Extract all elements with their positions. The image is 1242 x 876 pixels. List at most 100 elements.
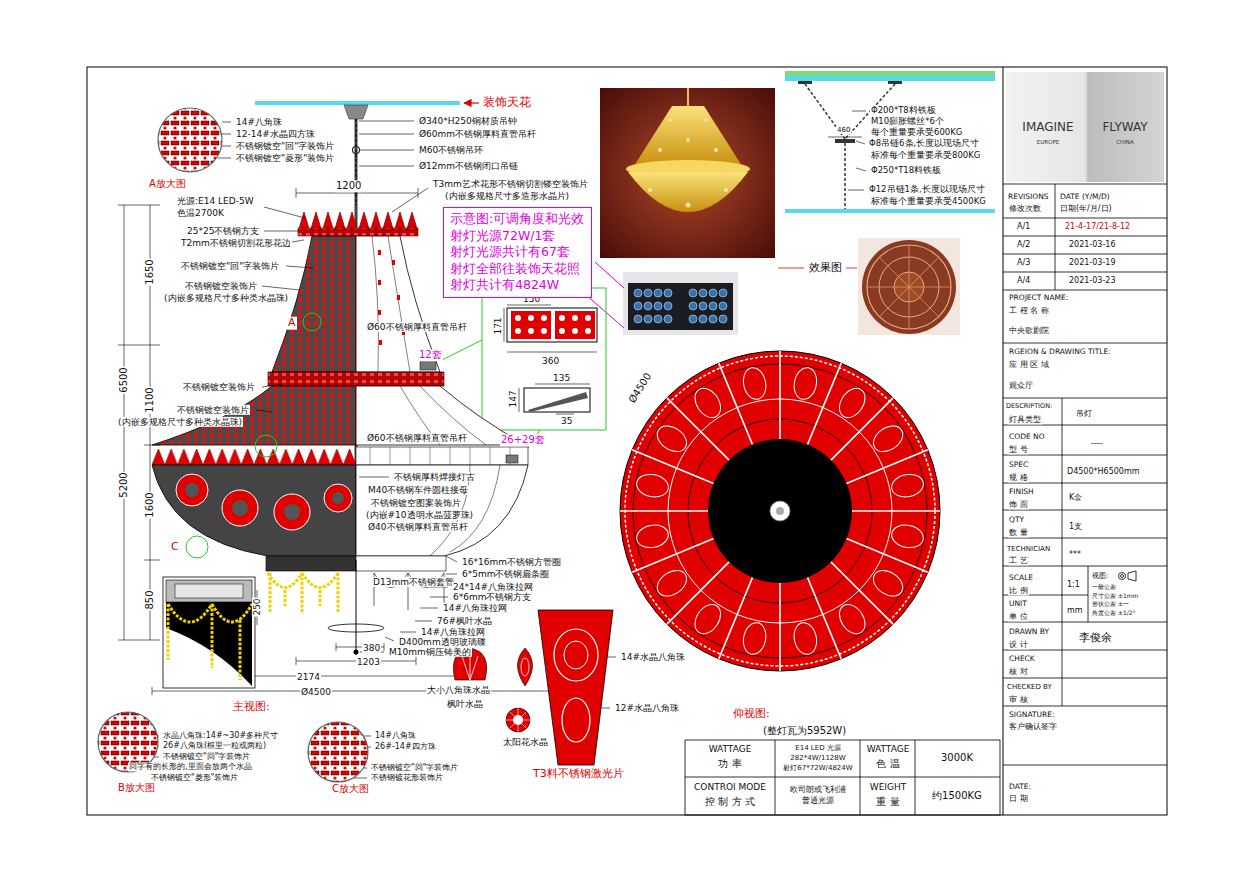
title-block-text: TECHNICIAN [1006, 545, 1051, 553]
title-block-grid-part [1003, 622, 1167, 623]
chandelier-front-view-part-part [302, 573, 338, 588]
callout-label: 色温2700K [176, 208, 225, 218]
ceiling-medallion-photo-part-part [879, 257, 939, 317]
effect-photo-part-part [724, 188, 728, 192]
title-block-grid-part [1003, 343, 1167, 344]
table-cell: 欧司朗或飞利浦 [789, 785, 847, 794]
callout-label: 效果图 [808, 262, 843, 275]
table-cell: WATTAGE [866, 744, 911, 754]
chandelier-front-view-part [152, 465, 356, 556]
leader-lines-part [430, 597, 448, 598]
leader-lines-part [446, 574, 457, 575]
mounting-detail-part [798, 81, 812, 84]
callout-label: C [170, 541, 180, 554]
title-block-text: 应 用 区 域 [1008, 360, 1050, 369]
effect-photo-part-part [648, 188, 652, 192]
ceiling-medallion-photo-part-part [879, 257, 939, 317]
callout-label: T2mm不锈钢切割花形花边 [180, 238, 292, 248]
bottom-view-part-part [690, 383, 726, 422]
leader-lines-part [400, 632, 416, 633]
dimension-label: 5200 [118, 471, 130, 498]
bottom-view-part-part [869, 421, 908, 457]
chandelier-front-view-part [356, 556, 446, 571]
mounting-detail [785, 71, 995, 213]
bottom-view-part [708, 439, 852, 583]
title-block-text: 工 艺 [1008, 556, 1029, 565]
spotlight-drawings-part [507, 308, 597, 342]
callout-label: 16*16mm不锈钢方管圈 [461, 557, 562, 567]
title-block-text: CODE NO [1008, 433, 1046, 442]
spotlight-photo-part-part [719, 289, 727, 297]
title-block-text: 设 计 [1008, 640, 1029, 649]
title-block-text: 规 格 [1008, 473, 1029, 482]
title-block-grid-part [1062, 398, 1063, 706]
spotlight-drawings-part-part [559, 328, 565, 334]
laser-panel-and-crystals-part [538, 610, 613, 765]
title-block-text: A/4 [1016, 276, 1031, 285]
callout-label: 水晶八角珠:14#~30#多种尺寸 [162, 731, 279, 740]
chandelier-front-view-part [344, 105, 368, 119]
callout-label: A放大图 [148, 178, 187, 190]
spotlight-drawings-part-part [559, 315, 565, 321]
title-block-grid-part [1003, 765, 1167, 766]
chandelier-front-view-part [372, 236, 410, 372]
callout-label: 35 [560, 416, 573, 426]
leader-lines-part [264, 231, 300, 232]
callout-label: Ø12mm不锈钢闭口吊链 [418, 161, 519, 171]
title-block-text: EUROPE [1036, 139, 1060, 145]
title-block-text: UNIT [1008, 600, 1028, 609]
callout-label: 不锈钢镀空"回"字装饰片 [180, 261, 280, 271]
note-box: 示意图:可调角度和光效射灯光源72W/1套射灯光源共计有67套射灯全部往装饰天花… [443, 207, 592, 298]
detail-insets-part-part [168, 604, 212, 622]
detail-insets-part [166, 580, 252, 602]
callout-label: 135 [552, 373, 571, 383]
title-block-grid-part [1003, 483, 1167, 484]
detail-insets-part-part [239, 620, 242, 680]
chandelier-front-view-part [353, 147, 360, 154]
note-text: 射灯光源共计有67套 [450, 244, 585, 261]
dimension-lines-part [144, 560, 160, 561]
title-block-text: A/2 [1016, 240, 1031, 249]
title-block-grid-part [1003, 254, 1167, 255]
chandelier-front-view-part [152, 447, 356, 465]
spotlight-photo-part [595, 262, 624, 288]
dimension-lines-part [118, 345, 160, 346]
title-block-grid-part [1003, 398, 1167, 399]
callout-label: 装饰天花 [482, 96, 532, 110]
spotlight-photo-part-part [719, 302, 727, 310]
title-block-text: 工 程 名 称 [1008, 306, 1050, 315]
callout-label: 不锈钢镀空装饰片 [182, 382, 256, 392]
callout-label: 不锈钢镀空装饰片 [176, 405, 250, 415]
chandelier-front-view-part-part [255, 435, 277, 457]
chandelier-front-view-part-part [284, 590, 287, 606]
laser-panel-and-crystals-part [506, 708, 530, 732]
effect-photo-part-part [669, 119, 672, 122]
dimension-label: Ø4500 [626, 370, 654, 406]
chandelier-front-view-part [268, 372, 444, 386]
detail-insets-part-part [211, 604, 214, 668]
title-block-text: 21-4-17/21-8-12 [1064, 222, 1131, 231]
title-block-text: 日期(年/月/日) [1059, 204, 1113, 213]
spotlight-photo-part-part [634, 315, 642, 323]
chandelier-front-view-part [354, 650, 359, 655]
spotlight-drawings-part-part [572, 315, 578, 321]
spotlight-drawings-part [524, 388, 590, 412]
title-block-grid-part [1003, 678, 1167, 679]
spotlight-drawings-part [442, 340, 482, 360]
title-block-text: 单 位 [1008, 612, 1029, 621]
bottom-view-part-part [667, 398, 893, 624]
spotlight-photo-part-part [634, 289, 642, 297]
title-block-grid-part [1003, 184, 1167, 185]
chandelier-front-view-part [298, 228, 418, 236]
title-block-text: SIGNATURE: [1008, 711, 1056, 720]
wattage-table-grid [685, 740, 1000, 815]
dimension-label: 850 [144, 589, 156, 610]
spotlight-drawings-part [519, 388, 520, 412]
title-block-grid-part [1121, 575, 1124, 578]
note-text: 射灯全部往装饰天花照 [450, 261, 585, 278]
callout-label: 不锈钢镀空"菱形"装饰片 [235, 153, 335, 163]
chandelier-front-view-part [185, 483, 344, 520]
title-block-grid-part [1003, 566, 1167, 567]
wattage-table-grid-part [775, 740, 776, 815]
title-block-text: CHECK [1008, 655, 1036, 664]
